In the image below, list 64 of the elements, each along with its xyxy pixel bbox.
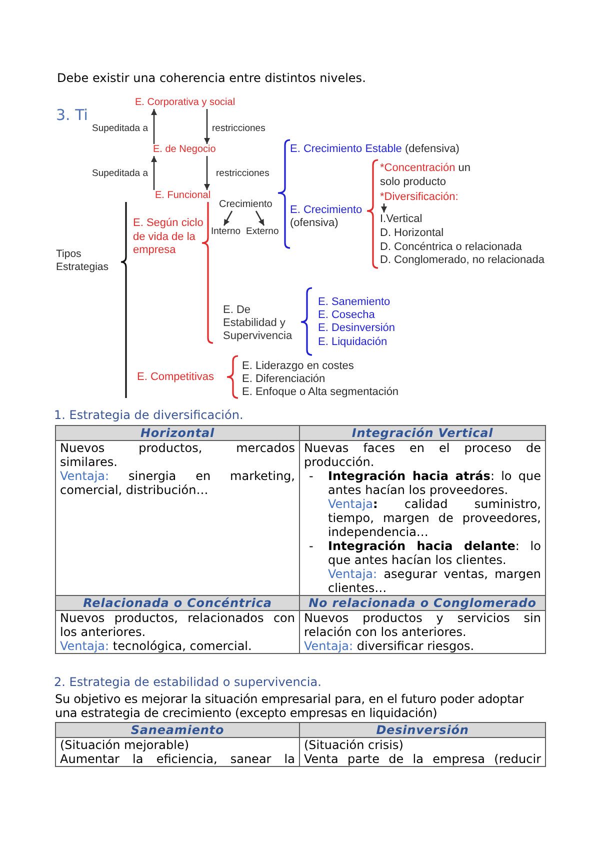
list-item: E. Enfoque o Alta segmentación [242,386,399,398]
list-item: D. Concéntrica o relacionada [380,240,522,254]
table-text: Ventaja: tecnológica, comercial. [60,639,253,653]
list-bullet: - [309,539,314,553]
strategy-label: Crecimiento [219,199,272,211]
table-text: Nuevas faces en el proceso de producción. [304,441,541,469]
list-item: E. Desinversión [318,322,396,334]
edge-label: restricciones [216,168,270,178]
table-text: Nuevos productos y servicios sin relación con los anteriores. [304,611,541,639]
strategy-label: E. Corporativa y social [135,97,236,109]
table-text: (Situación mejorable) [60,738,190,752]
paragraph: Su objetivo es mejorar la situación empresarial para, en el futuro poder adoptar una estrategia de crecimiento (excepto empresas en liquidación) [55,692,525,720]
column-header: No relacionada o Conglomerado [300,596,546,610]
strategy-label: E. de Negocio [153,144,216,156]
table-text: Aumentar la eficiencia, sanear la [60,752,295,766]
strategy-label: E. De Estabilidad y Supervivencia [223,304,294,343]
list-bullet: - [309,469,314,483]
table-text: Ventaja: sinergia en marketing, comercial, distribución… [60,469,295,497]
edge-label: Supeditada a [92,122,148,134]
strategy-label: E. Funcional [155,190,211,202]
column-header: Horizontal [56,426,300,440]
list-item: E. Liquidación [318,336,388,348]
section-heading: 2. Estrategia de estabilidad o supervivencia. [54,675,322,689]
column-header: Desinversión [300,722,546,738]
list-item: E. Cosecha [318,308,375,322]
table-text: Nuevos productos, relacionados con los anteriores. [60,611,295,639]
table-text: Ventaja: asegurar ventas, margen clientes… [328,567,541,595]
section-heading: 3. Ti [56,106,88,124]
strategy-label: E. Competitivas [137,370,214,384]
column-header: Integración Vertical [300,426,546,440]
table-text: Venta parte de la empresa (reducir [304,752,541,766]
section-heading: 1. Estrategia de diversificación. [54,408,244,422]
table-text: Nuevos productos, mercados similares. [60,441,295,469]
intro-text: Debe existir una coherencia entre distintos niveles. [57,71,366,85]
strategy-label: *Diversificación: [380,190,458,204]
edge-label: restricciones [212,122,266,134]
list-item: E. Liderazgo en costes [242,360,354,372]
strategy-label: Externo [246,226,279,236]
table-text: Integración hacia delante: lo que antes hacían los clientes. [328,539,541,567]
column-header: Relacionada o Concéntrica [56,596,300,610]
list-item: I.Vertical [380,212,422,226]
strategy-label: Tipos Estrategias [56,248,110,274]
arrow [204,109,210,144]
list-item: E. Diferenciación [242,372,326,386]
strategy-label: Interno [211,226,241,236]
strategy-label: *Concentración un solo producto [380,161,472,189]
column-header: Saneamiento [56,722,300,738]
arrow [151,109,157,144]
list-item: D. Conglomerado, no relacionada [380,254,544,266]
arrow [151,156,157,190]
arrow [255,210,265,226]
table-text: Ventaja: calidad suministro, tiempo, margen de proveedores, independencia… [328,497,541,539]
list-item: D. Horizontal [380,226,444,240]
strategy-label: E. Según ciclo de vida de la empresa [133,217,204,258]
arrow [381,204,387,212]
table-text: (Situación crisis) [304,738,404,752]
arrow [204,156,210,190]
list-item: E. Sanemiento [318,296,390,308]
table-text: Integración hacia atrás: lo que antes hacían los proveedores. [328,469,541,497]
strategy-label: E. Crecimiento Estable (defensiva) [290,142,460,156]
arrow [223,210,233,226]
edge-label: Supeditada a [92,168,148,178]
strategy-label: E. Crecimiento (ofensiva) [290,204,364,230]
table-text: Ventaja: diversificar riesgos. [304,639,476,653]
